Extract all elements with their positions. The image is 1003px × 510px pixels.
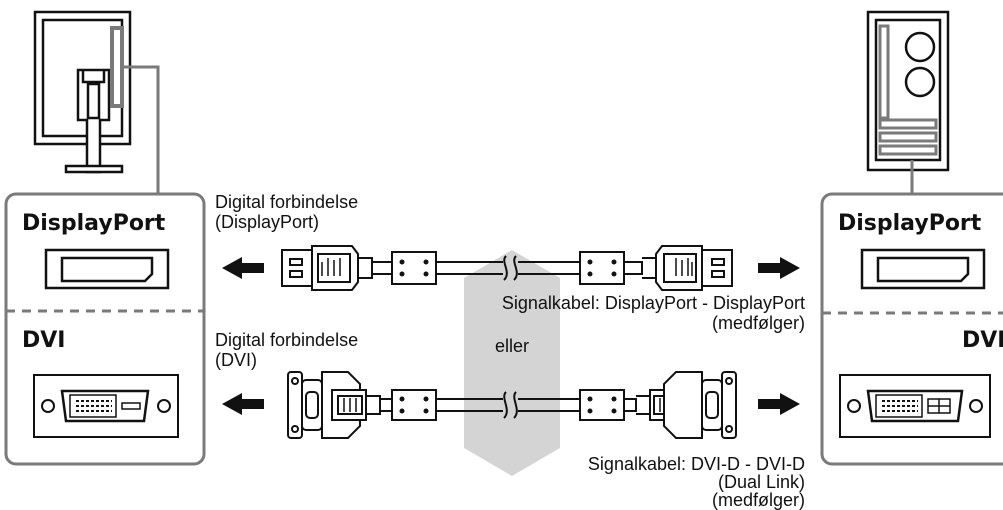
dvi-cable — [287, 371, 737, 439]
arrow-right-dvi-icon — [758, 393, 800, 415]
dp-cable-label-line1: Signalkabel: DisplayPort - DisplayPort — [502, 293, 805, 313]
dvi-connection-label-line2: (DVI) — [215, 350, 257, 370]
or-label: eller — [495, 336, 529, 356]
displayport-cable — [281, 245, 733, 291]
monitor-illustration — [33, 10, 160, 194]
dvi-cable-label-line2: (Dual Link) — [718, 472, 805, 492]
dvi-connection-label-line1: Digital forbindelse — [215, 330, 358, 350]
dvi-cable-label-line1: Signalkabel: DVI-D - DVI-D — [588, 454, 805, 474]
monitor-displayport-port-icon — [44, 248, 170, 290]
monitor-dvi-title: DVI — [22, 328, 65, 353]
pc-ports-panel: DisplayPort DVI — [820, 192, 1003, 466]
dp-connection-label-line2: (DisplayPort) — [215, 212, 319, 232]
monitor-dvi-port-icon — [33, 374, 179, 438]
pc-dvi-port-icon — [839, 374, 991, 438]
arrow-left-dp-icon — [222, 257, 264, 279]
dvi-cable-label-line3: (medfølger) — [712, 490, 805, 510]
pc-illustration — [866, 10, 950, 194]
black-arrows — [222, 257, 800, 415]
pc-displayport-title: DisplayPort — [838, 211, 982, 236]
dp-cable-label-line2: (medfølger) — [712, 313, 805, 333]
pc-dvi-title: DVI — [962, 328, 1003, 353]
monitor-ports-panel: DisplayPort DVI — [4, 192, 206, 466]
pc-displayport-port-icon — [860, 248, 986, 290]
arrow-right-dp-icon — [758, 257, 800, 279]
dp-connection-label-line1: Digital forbindelse — [215, 192, 358, 212]
either-way-gray-arrow — [464, 250, 560, 476]
arrow-left-dvi-icon — [222, 393, 264, 415]
monitor-displayport-title: DisplayPort — [22, 211, 166, 236]
